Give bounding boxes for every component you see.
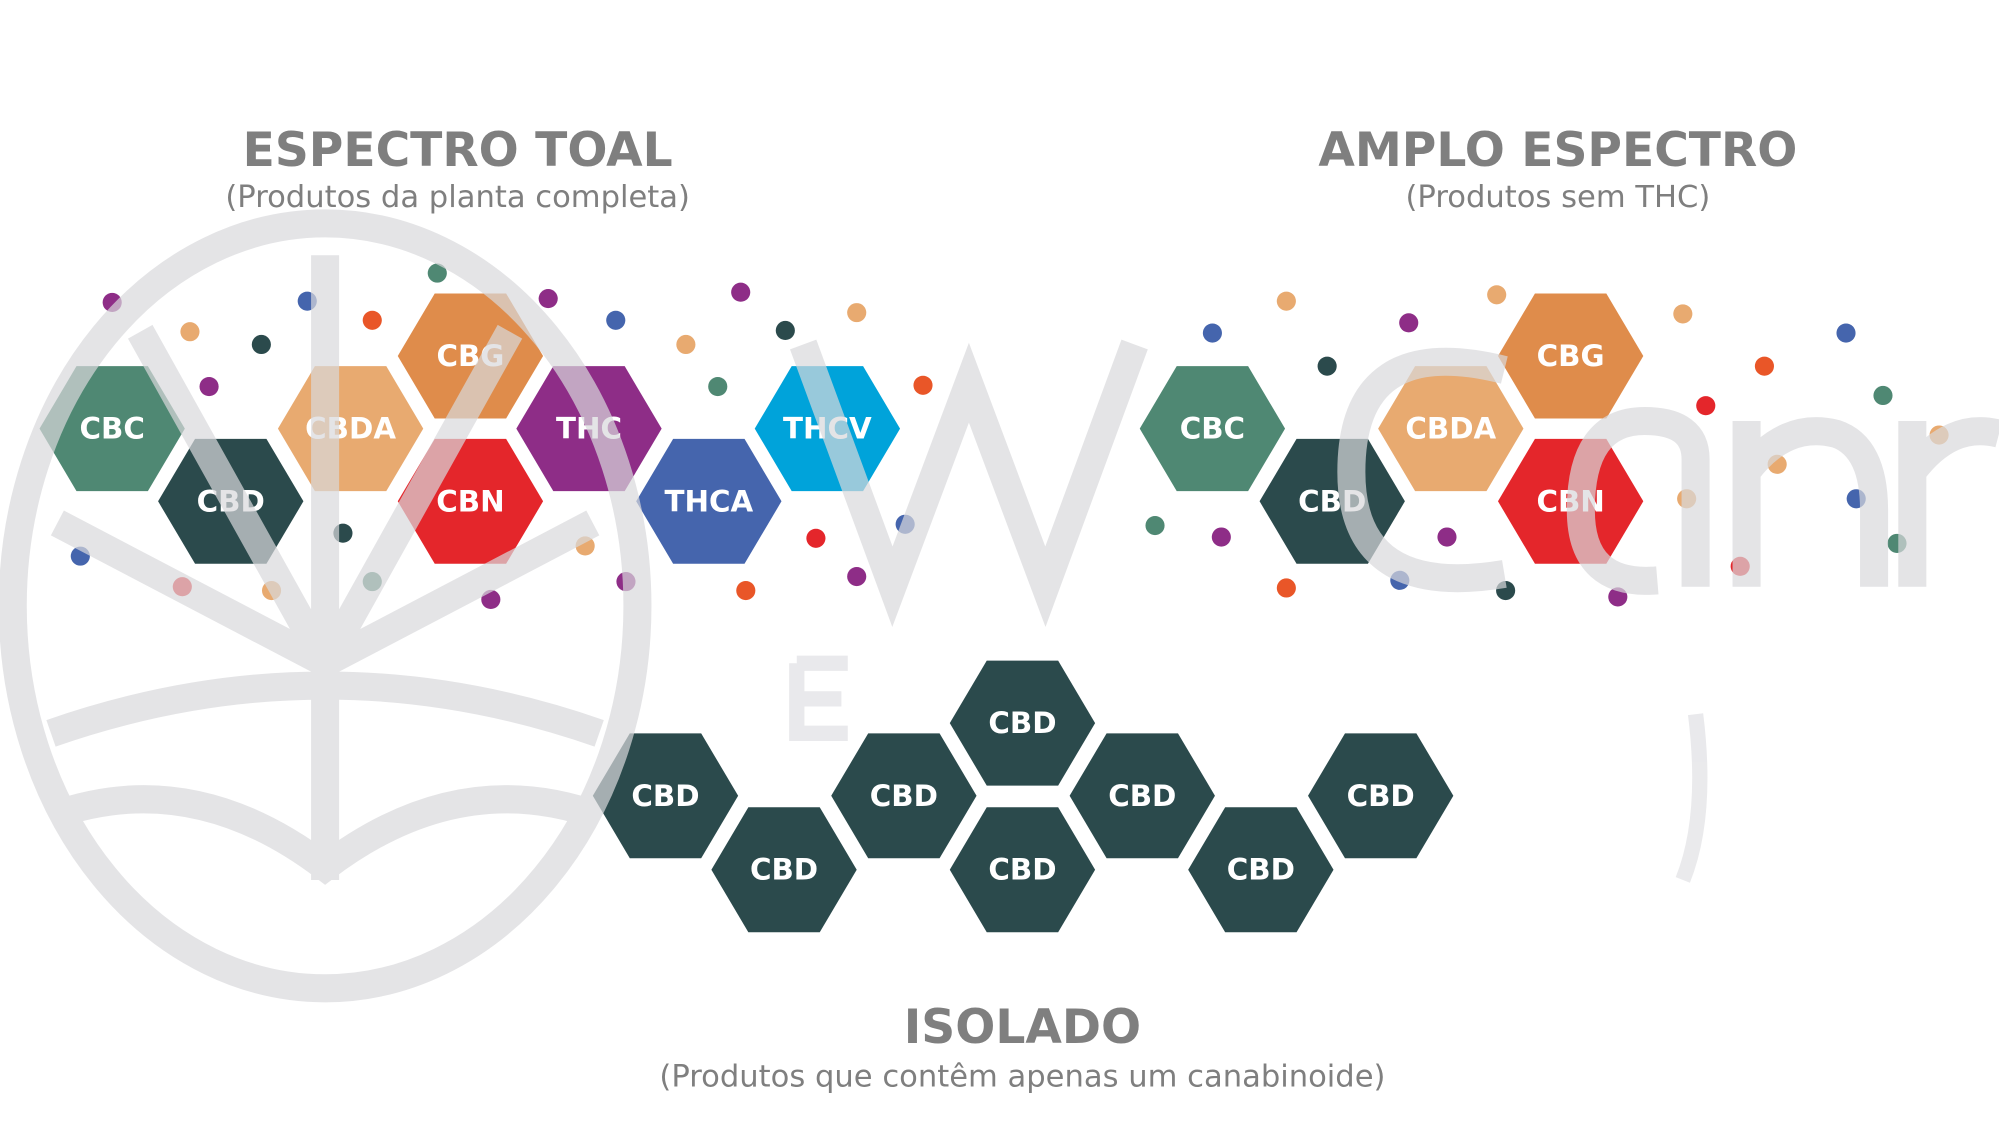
decorative-dot	[1437, 527, 1457, 547]
hexagon-cbd: CBD	[711, 807, 857, 933]
hexagon-shape	[592, 733, 739, 859]
hexagon-shape	[1497, 293, 1644, 419]
decorative-dot	[847, 303, 867, 323]
decorative-dot	[1696, 396, 1716, 416]
decorative-dot	[1145, 515, 1165, 536]
hexagon-shape	[636, 438, 782, 564]
decorative-dot	[251, 334, 271, 355]
hexagon-cbd: CBD	[1188, 807, 1334, 933]
hexagon-label: CBD	[1108, 779, 1176, 813]
hexagon-shape	[949, 660, 1096, 786]
decorative-dot	[1673, 304, 1693, 324]
decorative-dot	[847, 566, 867, 587]
hexagon-cbd: CBD	[949, 660, 1096, 786]
decorative-dot	[1399, 313, 1419, 333]
decorative-dot	[806, 528, 826, 548]
hexagon-shape	[1188, 807, 1334, 933]
decorative-dot	[1317, 356, 1337, 376]
watermark-brand-mark	[790, 339, 1999, 627]
decorative-dot	[913, 375, 933, 395]
hexagon-cbd: CBD	[592, 733, 739, 859]
decorative-dot	[1487, 285, 1507, 305]
hexagon-cbda: CBDA	[1378, 366, 1524, 492]
decorative-dot	[736, 580, 756, 601]
decorative-dot	[1211, 527, 1231, 547]
hexagon-cbd: CBD	[831, 733, 977, 859]
broad-spectrum-title: AMPLO ESPECTRO	[1318, 123, 1797, 178]
isolate-subtitle: (Produtos que contêm apenas um canabinoi…	[659, 1059, 1385, 1094]
decorative-dot	[606, 310, 626, 330]
watermark-tagline-mark	[789, 655, 1708, 883]
hexagon-label: CBC	[80, 412, 145, 446]
decorative-dot	[199, 377, 219, 397]
hexagon-label: CBG	[1537, 339, 1605, 373]
hexagon-cbg: CBG	[1497, 293, 1644, 419]
hexagon-label: CBDA	[1405, 412, 1496, 446]
hexagon-thca: THCA	[636, 438, 782, 564]
decorative-dot	[1202, 323, 1222, 343]
broad-spectrum-subtitle: (Produtos sem THC)	[1406, 180, 1711, 215]
hexagon-shape	[711, 807, 857, 933]
decorative-dot	[1276, 291, 1296, 311]
hexagon-cbd: CBD	[949, 807, 1096, 933]
watermark-logo	[0, 209, 1999, 1003]
hexagon-cbd: CBD	[1069, 733, 1215, 859]
isolate-group: CBD CBD CBD CBD CBD CBD CBD CBD	[592, 660, 1454, 933]
decorative-dot	[1873, 385, 1893, 406]
hexagon-label: CBN	[436, 484, 504, 518]
hexagon-label: CBC	[1180, 412, 1245, 446]
hexagon-shape	[831, 733, 977, 859]
hexagon-cbda: CBDA	[277, 366, 424, 492]
hexagon-label: CBD	[1347, 779, 1415, 813]
hexagon-label: THCA	[664, 484, 753, 518]
hexagon-shape	[1308, 733, 1454, 859]
decorative-dot	[708, 377, 728, 397]
hexagon-label: CBD	[750, 853, 818, 887]
decorative-dot	[1276, 578, 1296, 598]
decorative-dot	[676, 334, 696, 355]
hexagon-label: CBD	[631, 779, 699, 813]
decorative-dot	[362, 310, 382, 330]
hexagon-cbd: CBD	[1308, 733, 1454, 859]
decorative-dot	[1836, 323, 1856, 343]
hexagon-shape	[1069, 733, 1215, 859]
full-spectrum-title: ESPECTRO TOAL	[243, 123, 673, 178]
decorative-dot	[538, 289, 558, 309]
decorative-dot	[180, 322, 200, 342]
hexagon-cbc: CBC	[1139, 366, 1286, 492]
isolate-title: ISOLADO	[904, 1000, 1141, 1055]
hexagon-label: CBD	[1227, 853, 1295, 887]
hexagon-label: CBD	[988, 853, 1056, 887]
decorative-dot	[427, 263, 447, 283]
hexagon-label: CBD	[988, 706, 1056, 740]
decorative-dot	[731, 282, 751, 302]
full-spectrum-subtitle: (Produtos da planta completa)	[225, 180, 690, 215]
hexagon-shape	[949, 807, 1096, 933]
hexagon-shape	[397, 293, 544, 419]
hexagon-shape	[1139, 366, 1286, 492]
decorative-dot	[1754, 356, 1774, 376]
decorative-dots	[70, 263, 1949, 610]
hexagon-label: CBD	[870, 779, 938, 813]
hexagon-shape	[1378, 366, 1524, 492]
decorative-dot	[775, 320, 795, 341]
